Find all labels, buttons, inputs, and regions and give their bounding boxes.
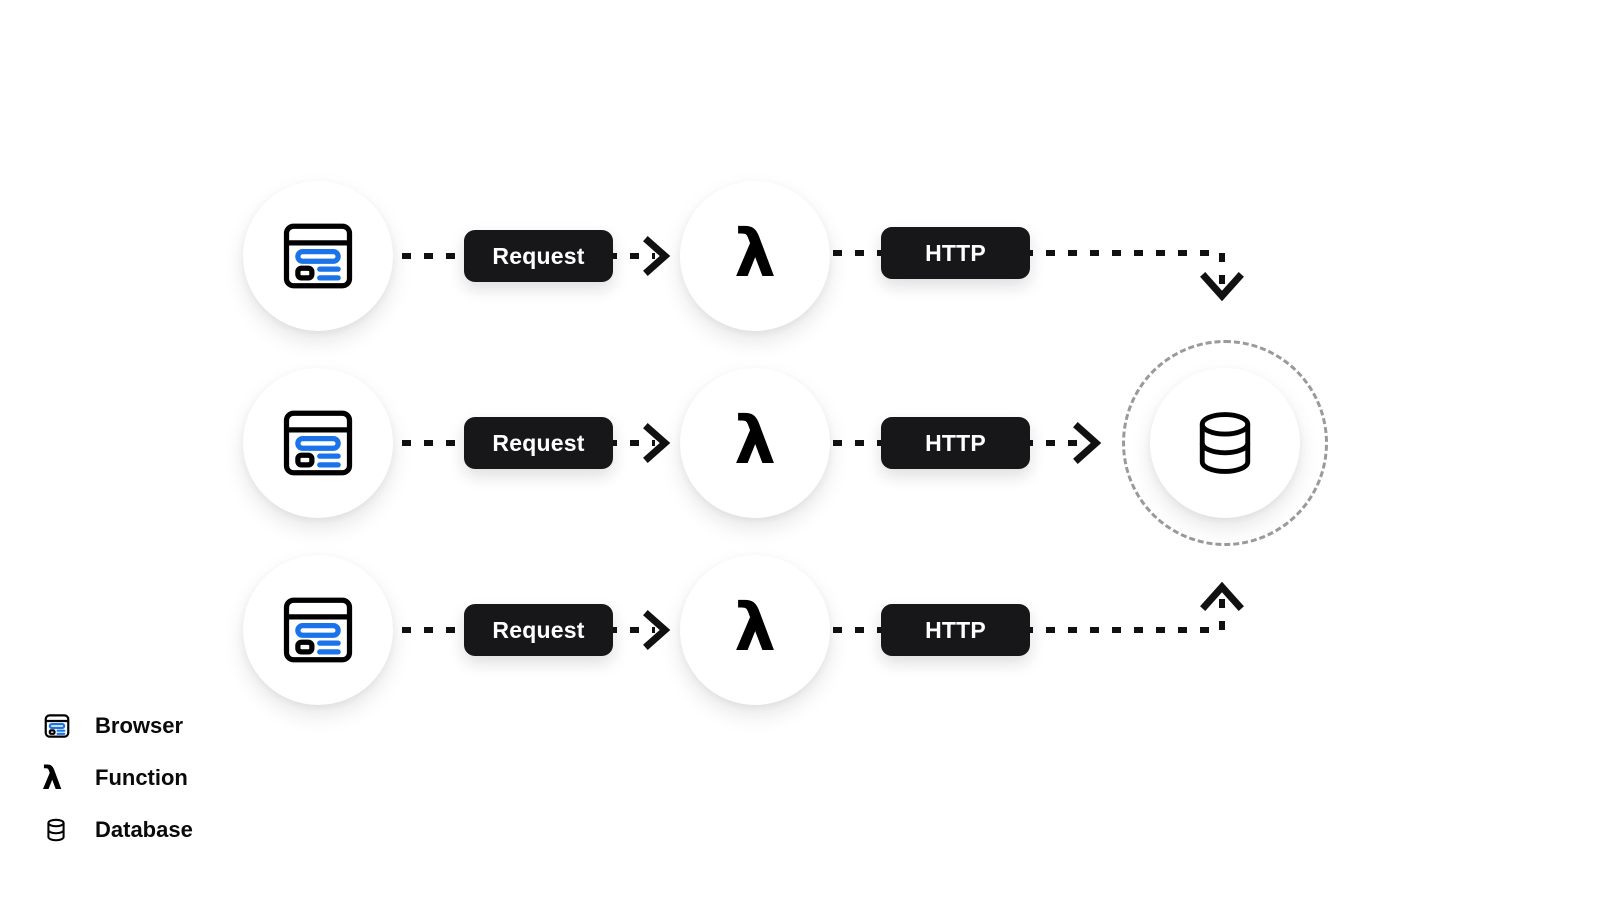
browser-icon <box>283 223 353 289</box>
function-node-row3[interactable]: λ <box>680 555 830 705</box>
browser-icon <box>283 410 353 476</box>
browser-node-row1[interactable] <box>243 181 393 331</box>
wire-http-to-database-row1 <box>1024 250 1225 286</box>
database-highlight-ring <box>1122 340 1328 546</box>
browser-node-row2[interactable] <box>243 368 393 518</box>
database-node[interactable] <box>1150 368 1300 518</box>
arrowhead-database-row3 <box>1200 581 1244 611</box>
lambda-icon: λ <box>734 402 776 479</box>
request-badge-label: Request <box>492 429 585 456</box>
lambda-icon: λ <box>42 759 63 797</box>
arrowhead-request-row2 <box>643 423 671 463</box>
browser-node-row3[interactable] <box>243 555 393 705</box>
function-node-row1[interactable]: λ <box>680 181 830 331</box>
request-badge-row3[interactable]: Request <box>464 604 613 656</box>
function-node-row2[interactable]: λ <box>680 368 830 518</box>
http-badge-row3[interactable]: HTTP <box>881 604 1030 656</box>
legend-label-database: Database <box>95 817 193 842</box>
arrowhead-request-row3 <box>643 610 671 650</box>
http-badge-row1[interactable]: HTTP <box>881 227 1030 279</box>
arrowhead-database-row1 <box>1200 272 1244 302</box>
request-badge-label: Request <box>492 242 585 269</box>
lambda-icon: λ <box>734 589 776 666</box>
database-icon <box>1199 412 1251 474</box>
browser-icon <box>42 711 76 741</box>
wire-http-to-database-row3 <box>1024 599 1225 633</box>
legend-item-database: Database <box>42 804 193 856</box>
legend-label-browser: Browser <box>95 713 184 738</box>
http-badge-row2[interactable]: HTTP <box>881 417 1030 469</box>
legend: Browser λ Function Database <box>42 700 193 856</box>
browser-icon <box>283 597 353 663</box>
lambda-icon: λ <box>734 215 776 292</box>
request-badge-row1[interactable]: Request <box>464 230 613 282</box>
http-badge-label: HTTP <box>925 616 986 643</box>
arrowhead-database-row2 <box>1073 422 1102 464</box>
http-badge-label: HTTP <box>925 429 986 456</box>
request-badge-label: Request <box>492 616 585 643</box>
request-badge-row2[interactable]: Request <box>464 417 613 469</box>
http-badge-label: HTTP <box>925 239 986 266</box>
arrowhead-request-row1 <box>643 236 671 276</box>
legend-item-function: λ Function <box>42 752 193 804</box>
legend-label-function: Function <box>95 765 188 790</box>
legend-item-browser: Browser <box>42 700 193 752</box>
database-icon <box>42 816 76 844</box>
